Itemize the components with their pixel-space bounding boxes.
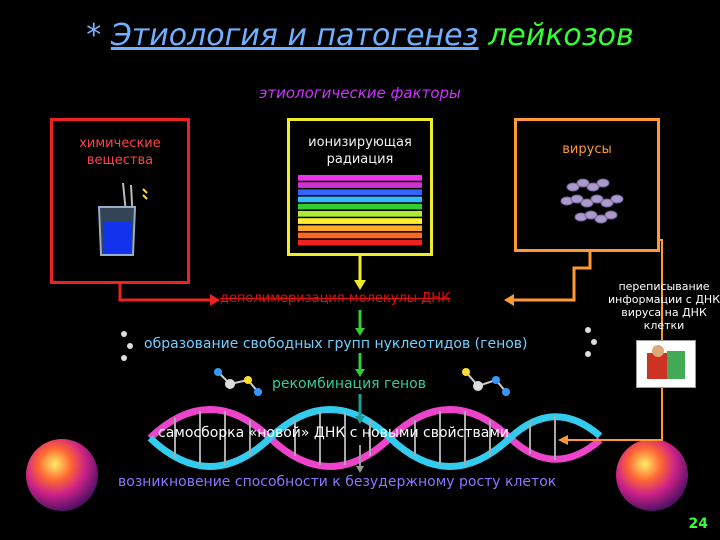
beaker-icon <box>97 183 148 256</box>
radiation-factor-box: ионизирующая радиация <box>287 118 433 256</box>
title-star: * <box>86 18 102 53</box>
molecule-icon <box>585 327 597 357</box>
self-assembly-step: самосборка «новой» ДНК с новыми свойства… <box>158 425 509 441</box>
spectrum-icon <box>298 175 422 246</box>
spectrum-stripe <box>298 175 422 181</box>
dna-helix-icon <box>147 406 603 470</box>
sphere-icon <box>26 439 98 511</box>
nucleotide-symbols <box>121 327 597 361</box>
molecule-icon <box>214 368 262 396</box>
molecule-icon <box>121 331 133 361</box>
spectrum-stripe <box>298 203 422 210</box>
subtitle: этиологические факторы <box>259 84 461 102</box>
slide-title: * Этиология и патогенез лейкозов <box>0 18 720 53</box>
spectrum-stripe <box>298 182 422 188</box>
virus-factor-label: вирусы <box>562 142 612 157</box>
book-reading-icon <box>636 340 696 388</box>
virus-icon <box>560 178 624 224</box>
page-number: 24 <box>688 516 708 532</box>
spectrum-stripe <box>298 218 422 224</box>
molecule-icon <box>462 368 510 396</box>
recombination-step: рекомбинация генов <box>272 376 426 392</box>
spectrum-stripe <box>298 189 422 196</box>
chemical-factor-box: химические вещества <box>50 118 190 284</box>
sphere-icon <box>616 439 688 511</box>
spectrum-stripe <box>298 211 422 217</box>
virus-rewrite-note: переписывание информации с ДНК вируса на… <box>608 280 720 332</box>
spectrum-stripe <box>298 196 422 203</box>
title-part1: Этиология и патогенез <box>110 18 479 53</box>
chemical-factor-label: химические вещества <box>79 136 161 168</box>
spectrum-stripe <box>298 239 422 246</box>
uncontrolled-growth-step: возникновение способности к безудержному… <box>118 474 557 490</box>
flow-arrows <box>118 239 663 473</box>
free-groups-step: образование свободных групп нуклеотидов … <box>144 336 528 352</box>
title-part2: лейкозов <box>488 18 634 53</box>
spectrum-stripe <box>298 232 422 239</box>
radiation-factor-label: ионизирующая радиация <box>308 135 412 167</box>
depolymerization-step: деполимеризация молекулы ДНК <box>220 291 451 306</box>
virus-factor-box: вирусы <box>514 118 660 252</box>
spectrum-stripe <box>298 225 422 232</box>
